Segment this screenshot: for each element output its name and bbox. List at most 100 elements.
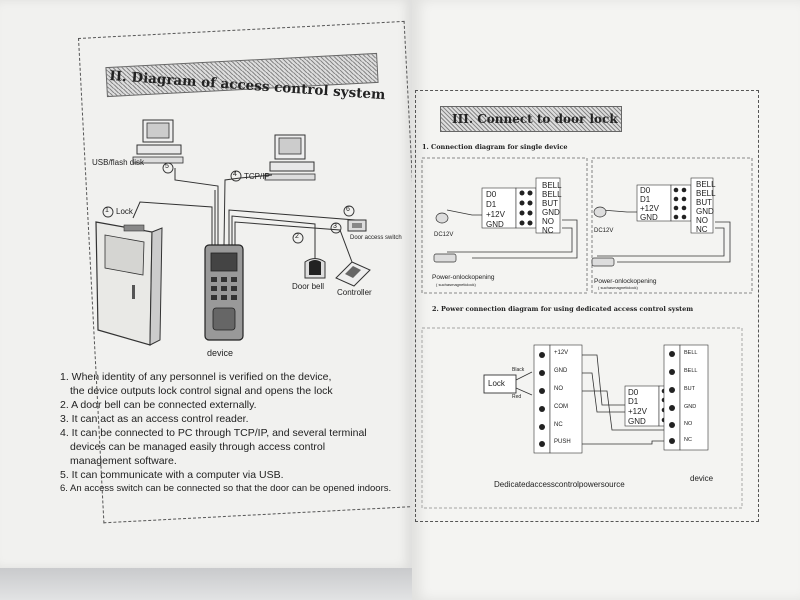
power-lock-label-1: Power-onlockopening <box>432 274 495 281</box>
psu-term-com: COM <box>554 404 568 410</box>
list-item: 2. A door bell can be connected external… <box>60 399 257 411</box>
number-markers <box>102 162 355 244</box>
device-block-2 <box>636 177 714 234</box>
terminal-screws-2 <box>673 187 687 220</box>
number-3: 3 <box>333 223 337 230</box>
term-bell-a-2: BELL <box>696 180 716 189</box>
tcp-label: TCP/IP <box>244 172 270 181</box>
device-terminal-block <box>663 344 709 451</box>
device-caption: device <box>690 474 714 483</box>
lock-label: Lock <box>116 207 133 216</box>
term-12v-2: +12V <box>640 204 659 213</box>
dev2-term-gnd: GND <box>628 417 646 426</box>
access-control-diagram <box>95 119 371 346</box>
dev2-term-d1: D1 <box>628 397 639 406</box>
dev2-term-nc: NC <box>684 437 692 443</box>
dev2-term-gnd: GND <box>684 404 697 410</box>
term-d1-2: D1 <box>640 195 651 204</box>
dev2-term-bell-a: BELL <box>684 350 698 356</box>
term-gnd-1: GND <box>486 220 504 229</box>
term-bell-a-1: BELL <box>542 181 562 190</box>
device-block-1 <box>481 177 561 234</box>
power-lock-sub-2: ( suchasmagneticlock) <box>598 285 638 290</box>
term-no-2: NO <box>696 216 708 225</box>
number-2: 2 <box>295 233 299 240</box>
usb-computer-icon <box>132 119 184 164</box>
red-wire-label: Red <box>512 394 522 400</box>
wires-diagram-1 <box>446 209 578 259</box>
dev2-term-12v: +12V <box>628 407 647 416</box>
door-bell-label: Door bell <box>292 282 325 291</box>
number-6: 6 <box>346 206 350 213</box>
term-but-2: BUT <box>696 198 712 207</box>
power-adapter-icons <box>433 206 615 267</box>
term-d1-1: D1 <box>486 200 497 209</box>
tcp-number: 4 <box>233 171 237 178</box>
list-item: 3. It can act as an access control reade… <box>60 413 249 425</box>
lock-label: Lock <box>488 379 505 388</box>
psu-term-gnd: GND <box>554 368 568 374</box>
lock-box <box>483 374 517 394</box>
term-nc-1: NC <box>542 226 554 235</box>
power-lock-label-2: Power-onlockopening <box>594 278 657 285</box>
feature-list: 1. When identity of any personnel is ver… <box>60 370 405 496</box>
single-device-heading: 1. Connection diagram for single device <box>422 143 568 151</box>
left-page: II. Diagram of access control system <box>0 0 430 568</box>
lock-wires <box>515 371 533 396</box>
psu-screws <box>539 352 545 447</box>
psu-caption: Dedicatedaccesscontrolpowersource <box>494 480 625 489</box>
dev2-term-but: BUT <box>684 386 695 392</box>
table-surface <box>0 568 412 600</box>
controller-label: Controller <box>337 288 372 297</box>
wires-diagram-2 <box>597 209 731 263</box>
power-supply-block <box>533 344 583 454</box>
dc12v-label-2: DC12V <box>594 228 614 234</box>
door-access-switch-icon <box>347 219 367 232</box>
term-no-1: NO <box>542 217 554 226</box>
device-label: device <box>207 348 234 358</box>
right-section-title: III. Connect to door lock <box>452 112 618 126</box>
psu-term-nc: NC <box>554 422 563 428</box>
list-item: 6. An access switch can be connected so … <box>60 483 392 494</box>
connection-wires <box>132 168 356 263</box>
term-d0-2: D0 <box>640 186 651 195</box>
right-page: III. Connect to door lock 1. Connection … <box>412 0 800 600</box>
term-gnd2-1: GND <box>542 208 560 217</box>
list-item: devices can be managed easily through ac… <box>70 441 326 453</box>
controller-icon <box>335 261 371 287</box>
right-dashed-frame <box>415 90 759 522</box>
psu-wires <box>582 354 664 445</box>
lock-number: 1 <box>105 207 109 214</box>
access-control-device <box>204 244 244 341</box>
dev2-term-bell-b: BELL <box>684 368 698 374</box>
black-wire-label: Black <box>512 367 525 373</box>
door-illustration <box>95 221 163 346</box>
term-bell-b-1: BELL <box>542 190 562 199</box>
network-computer-icon <box>264 134 316 181</box>
term-12v-1: +12V <box>486 210 505 219</box>
door-access-switch-label: Door access switch <box>350 235 402 241</box>
psu-term-no: NO <box>554 386 563 392</box>
power-lock-sub-1: ( suchasmagneticlock) <box>436 282 476 287</box>
wiring-diagrams <box>421 157 753 509</box>
usb-label: USB/flash disk <box>92 158 145 167</box>
term-gnd-2: GND <box>640 213 658 222</box>
door-bell-icon <box>304 258 326 279</box>
list-item: 5. It can communicate with a computer vi… <box>60 469 284 481</box>
term-bell-b-2: BELL <box>696 189 716 198</box>
term-gnd2-2: GND <box>696 207 714 216</box>
term-d0-1: D0 <box>486 190 497 199</box>
list-item: management software. <box>70 455 177 467</box>
list-item: 4. It can be connected to PC through TCP… <box>60 427 367 439</box>
usb-number: 5 <box>165 163 169 170</box>
device-terminal-screws <box>669 351 675 444</box>
psu-term-push: PUSH <box>554 439 571 445</box>
dev2-term-no: NO <box>684 421 693 427</box>
psu-term-12v: +12V <box>554 350 569 356</box>
terminal-screws-1 <box>519 190 533 226</box>
term-but-1: BUT <box>542 199 558 208</box>
list-item: the device outputs lock control signal a… <box>70 385 333 397</box>
dev2-term-d0: D0 <box>628 388 639 397</box>
dedicated-power-heading: 2. Power connection diagram for using de… <box>432 305 694 313</box>
list-item: 1. When identity of any personnel is ver… <box>60 371 332 383</box>
